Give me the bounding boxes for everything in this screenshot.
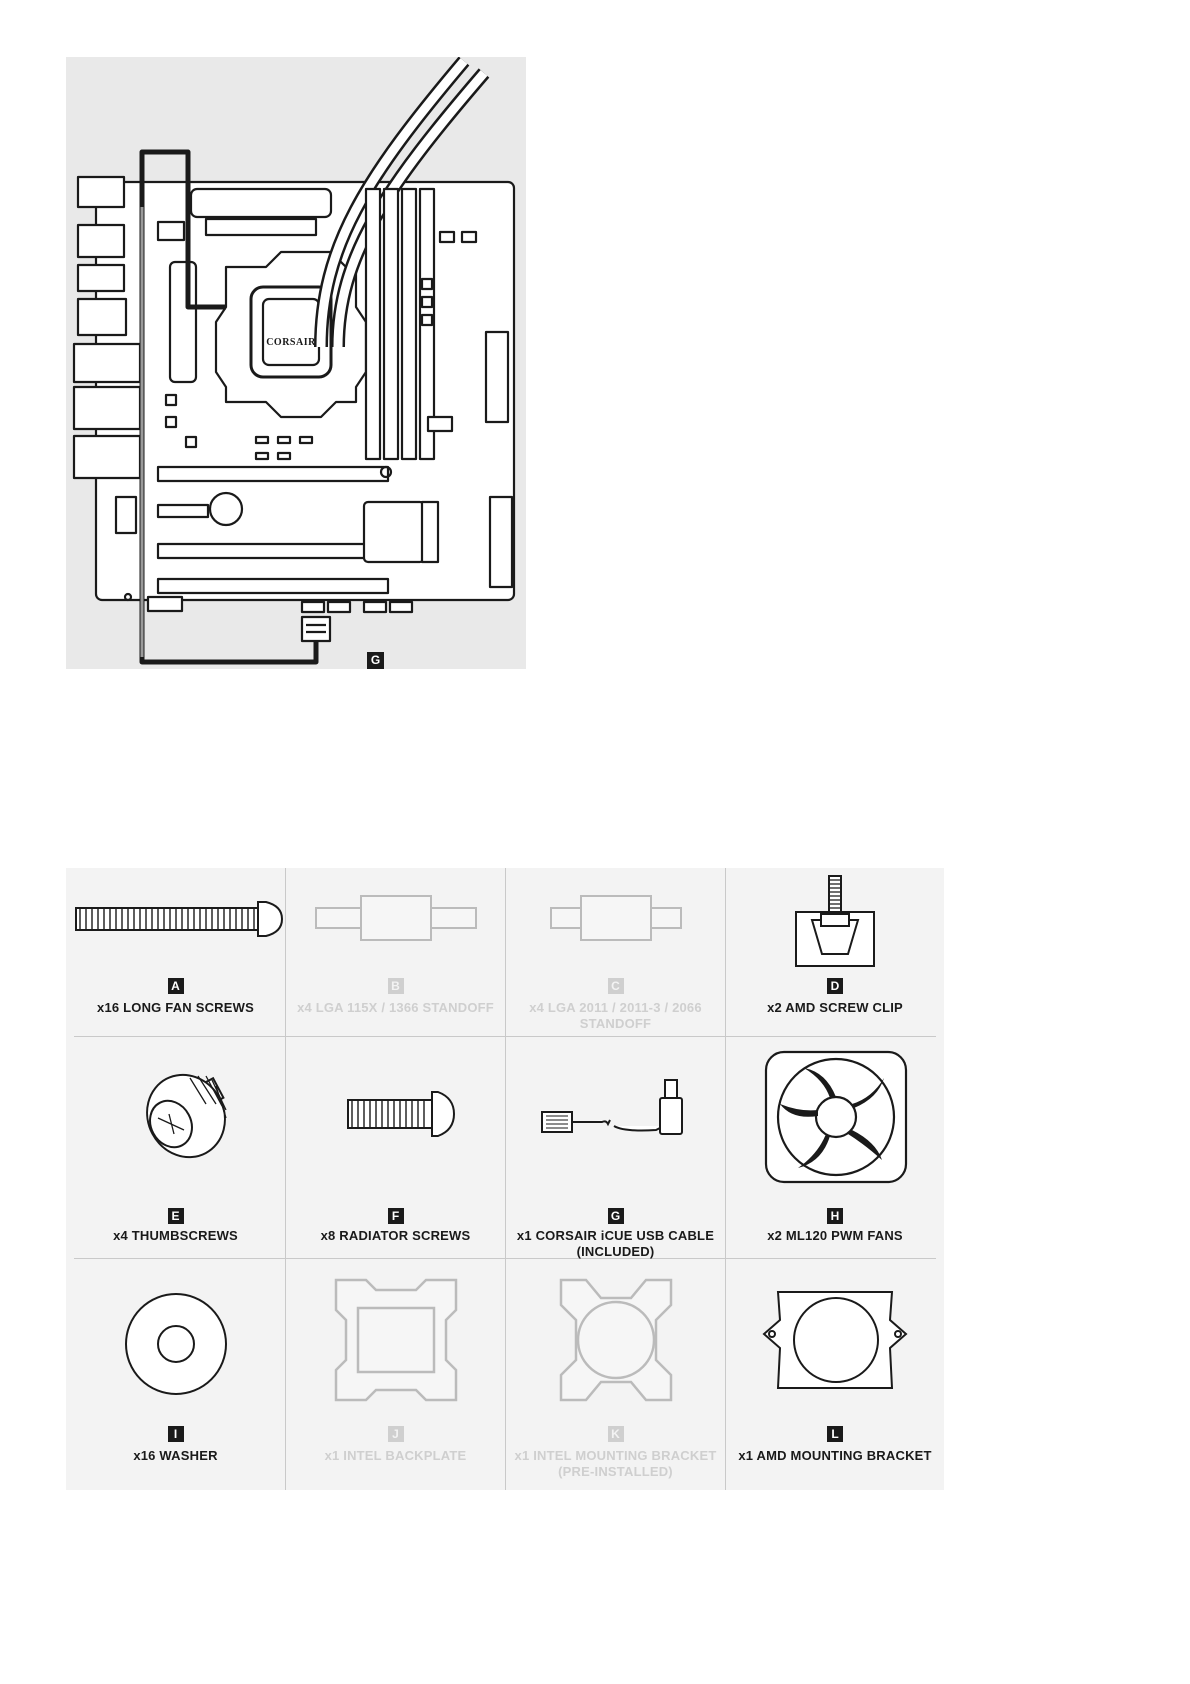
fan-icon <box>764 1050 908 1184</box>
part-j: J x1 INTEL BACKPLATE <box>286 1260 505 1490</box>
part-caption: x4 LGA 2011 / 2011-3 / 2066 STANDOFF <box>529 1000 702 1031</box>
part-b: B x4 LGA 115X / 1366 STANDOFF <box>286 868 505 1036</box>
callout-badge: G <box>367 652 384 669</box>
part-caption: x4 THUMBSCREWS <box>113 1228 238 1243</box>
part-letter-badge: I <box>167 1426 184 1442</box>
cpu-block-logo: CORSAIR <box>266 337 316 348</box>
mounting-bracket-icon <box>559 1278 673 1402</box>
part-letter-badge: K <box>607 1426 624 1442</box>
part-letter-badge: C <box>607 978 624 994</box>
part-letter-badge: F <box>387 1208 404 1224</box>
part-caption: x1 AMD MOUNTING BRACKET <box>738 1448 932 1463</box>
part-c: C x4 LGA 2011 / 2011-3 / 2066 STANDOFF <box>506 868 725 1036</box>
grid-divider <box>74 1258 936 1259</box>
part-caption: x8 RADIATOR SCREWS <box>320 1228 471 1243</box>
part-l: L x1 AMD MOUNTING BRACKET <box>726 1260 944 1490</box>
part-letter-badge: G <box>607 1208 624 1224</box>
part-letter-badge: J <box>387 1426 404 1442</box>
part-a: A x16 LONG FAN SCREWS <box>66 868 285 1036</box>
radiator-screw-icon <box>347 1091 456 1137</box>
parts-list: A x16 LONG FAN SCREWS B x4 LGA 115X / 13… <box>66 868 944 1490</box>
motherboard-diagram: CORSAIR G <box>66 57 526 669</box>
part-caption: x1 INTEL BACKPLATE <box>324 1448 467 1463</box>
part-caption: x16 WASHER <box>133 1448 218 1463</box>
usb-cable-icon <box>541 1079 683 1135</box>
backplate-icon <box>334 1278 458 1402</box>
part-caption: x2 ML120 PWM FANS <box>767 1228 903 1243</box>
part-letter-badge: B <box>387 978 404 994</box>
part-letter-badge: H <box>827 1208 843 1224</box>
grid-divider <box>725 868 726 1490</box>
part-caption: x2 AMD SCREW CLIP <box>767 1000 903 1015</box>
standoff-icon <box>550 895 682 941</box>
part-letter-badge: D <box>827 978 843 994</box>
grid-divider <box>285 868 286 1490</box>
part-k: K x1 INTEL MOUNTING BRACKET (PRE-INSTALL… <box>506 1260 725 1490</box>
washer-icon <box>125 1293 227 1395</box>
part-i: I x16 WASHER <box>66 1260 285 1490</box>
grid-divider <box>74 1036 936 1037</box>
part-e: E x4 THUMBSCREWS <box>66 1038 285 1258</box>
long-fan-screw-icon <box>75 901 284 937</box>
thumbscrew-icon <box>146 1073 227 1159</box>
part-letter-badge: E <box>167 1208 184 1224</box>
part-f: F x8 RADIATOR SCREWS <box>286 1038 505 1258</box>
part-g: G x1 CORSAIR iCUE USB CABLE (INCLUDED) <box>506 1038 725 1259</box>
part-h: H x2 ML120 PWM FANS <box>726 1038 944 1258</box>
part-caption: x4 LGA 115X / 1366 STANDOFF <box>297 1000 494 1015</box>
amd-bracket-icon <box>762 1291 908 1389</box>
part-d: D x2 AMD SCREW CLIP <box>726 868 944 1036</box>
part-letter-badge: A <box>167 978 184 994</box>
part-caption: x1 CORSAIR iCUE USB CABLE (INCLUDED) <box>516 1228 715 1259</box>
grid-divider <box>505 868 506 1490</box>
part-caption: x16 LONG FAN SCREWS <box>97 1000 254 1015</box>
part-letter-badge: L <box>827 1426 843 1442</box>
standoff-icon <box>315 895 477 941</box>
part-caption: x1 INTEL MOUNTING BRACKET (PRE-INSTALLED… <box>514 1448 717 1479</box>
motherboard-illustration <box>72 57 516 665</box>
screw-clip-icon <box>795 875 875 967</box>
